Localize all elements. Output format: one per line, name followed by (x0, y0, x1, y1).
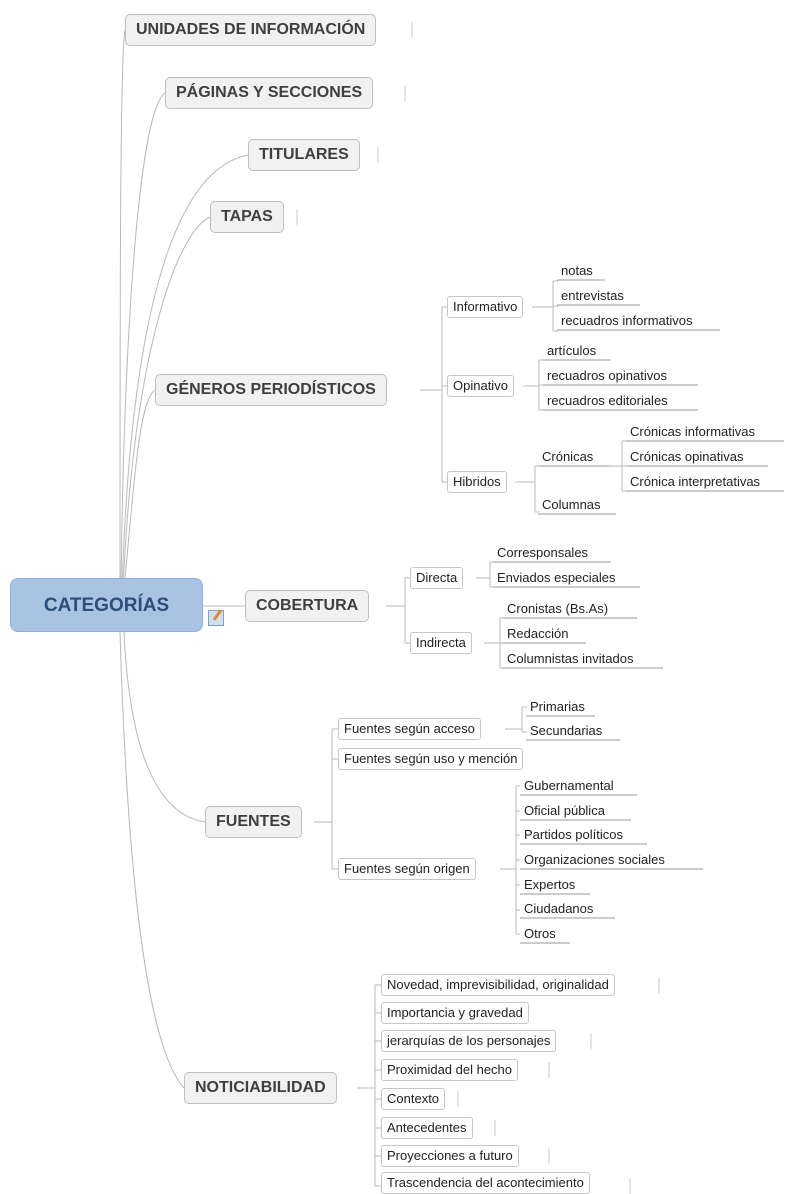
topic-tapas[interactable]: TAPAS (210, 201, 284, 233)
leaf-gubernamental[interactable]: Gubernamental (524, 778, 614, 793)
leaf-primarias[interactable]: Primarias (530, 699, 585, 714)
subtopic-proximidad[interactable]: Proximidad del hecho (381, 1059, 519, 1081)
leaf-articulos[interactable]: artículos (547, 343, 597, 358)
subtopic-novedad[interactable]: Novedad, imprevisibilidad, originalidad (381, 974, 615, 996)
leaf-cronicas-opinativas[interactable]: Crónicas opinativas (630, 449, 744, 464)
topic-generos[interactable]: GÉNEROS PERIODÍSTICOS (155, 374, 387, 406)
subtopic-fuentes-origen[interactable]: Fuentes según origen (338, 858, 476, 880)
subtopic-informativo[interactable]: Informativo (447, 296, 524, 318)
subtopic-indirecta[interactable]: Indirecta (410, 632, 472, 654)
leaf-expertos[interactable]: Expertos (524, 877, 576, 892)
leaf-columnistas-invitados[interactable]: Columnistas invitados (507, 651, 634, 666)
leaf-columnas[interactable]: Columnas (542, 497, 601, 512)
leaf-corresponsales[interactable]: Corresponsales (497, 545, 589, 560)
subtopic-opinativo[interactable]: Opinativo (447, 375, 514, 397)
subtopic-hibridos[interactable]: Hibridos (447, 471, 507, 493)
leaf-ciudadanos[interactable]: Ciudadanos (524, 901, 594, 916)
note-icon[interactable] (208, 610, 224, 626)
subtopic-importancia[interactable]: Importancia y gravedad (381, 1002, 529, 1024)
leaf-cronicas[interactable]: Crónicas (542, 449, 594, 464)
leaf-oficial-publica[interactable]: Oficial pública (524, 803, 605, 818)
leaf-cronicas-informativas[interactable]: Crónicas informativas (630, 424, 755, 439)
subtopic-trascendencia[interactable]: Trascendencia del acontecimiento (381, 1172, 590, 1194)
subtopic-proyecciones[interactable]: Proyecciones a futuro (381, 1145, 519, 1167)
subtopic-jerarquias[interactable]: jerarquías de los personajes (381, 1030, 557, 1052)
leaf-notas[interactable]: notas (561, 263, 593, 278)
leaf-enviados-especiales[interactable]: Enviados especiales (497, 570, 616, 585)
subtopic-directa[interactable]: Directa (410, 567, 464, 589)
leaf-entrevistas[interactable]: entrevistas (561, 288, 624, 303)
topic-paginas[interactable]: PÁGINAS Y SECCIONES (165, 77, 374, 109)
topic-noticiabilidad[interactable]: NOTICIABILIDAD (184, 1072, 337, 1104)
leaf-cronica-interpretativas[interactable]: Crónica interpretativas (630, 474, 761, 489)
central-topic[interactable]: CATEGORÍAS (10, 578, 203, 632)
leaf-otros[interactable]: Otros (524, 926, 556, 941)
leaf-secundarias[interactable]: Secundarias (530, 723, 603, 738)
leaf-redaccion[interactable]: Redacción (507, 626, 569, 641)
leaf-recuadros-opinativos[interactable]: recuadros opinativos (547, 368, 667, 383)
leaf-recuadros-editoriales[interactable]: recuadros editoriales (547, 393, 668, 408)
subtopic-antecedentes[interactable]: Antecedentes (381, 1117, 473, 1139)
topic-titulares[interactable]: TITULARES (248, 139, 360, 171)
leaf-partidos-politicos[interactable]: Partidos políticos (524, 827, 623, 842)
leaf-organizaciones-sociales[interactable]: Organizaciones sociales (524, 852, 665, 867)
topic-fuentes[interactable]: FUENTES (205, 806, 302, 838)
subtopic-fuentes-acceso[interactable]: Fuentes según acceso (338, 718, 481, 740)
subtopic-fuentes-uso[interactable]: Fuentes según uso y mención (338, 748, 524, 770)
topic-cobertura[interactable]: COBERTURA (245, 590, 370, 622)
subtopic-contexto[interactable]: Contexto (381, 1088, 446, 1110)
leaf-recuadros-informativos[interactable]: recuadros informativos (561, 313, 693, 328)
topic-unidades[interactable]: UNIDADES DE INFORMACIÓN (125, 14, 377, 46)
leaf-cronistas[interactable]: Cronistas (Bs.As) (507, 601, 609, 616)
